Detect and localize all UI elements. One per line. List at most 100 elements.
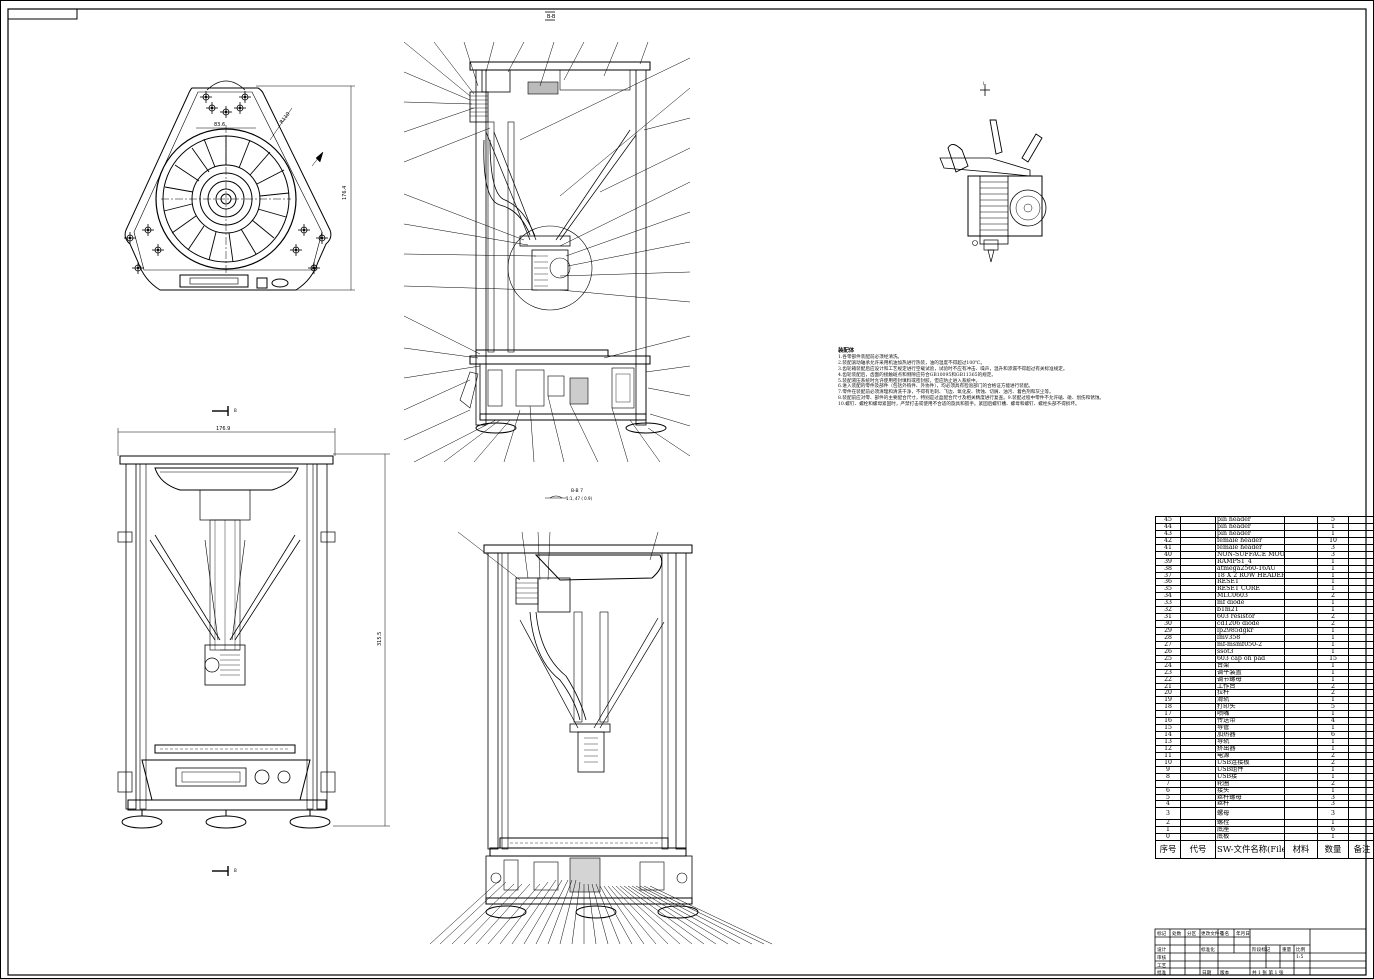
bom-cell-code <box>1180 647 1216 656</box>
bom-cell-qty: 2 <box>1317 689 1349 698</box>
bom-cell-name: 传送带 <box>1215 717 1285 726</box>
bom-cell-mat <box>1284 758 1318 767</box>
bom-cell-mat <box>1284 516 1318 524</box>
bom-cell-rem <box>1348 675 1374 684</box>
bom-cell-mat <box>1284 675 1318 684</box>
bom-cell-rem <box>1348 592 1374 601</box>
bom-cell-name: 喷嘴 <box>1215 710 1285 719</box>
title-block-label: 标记 <box>1157 932 1167 937</box>
bom-cell-mat <box>1284 661 1318 670</box>
bom-cell-name: 导管 <box>1215 724 1285 733</box>
bom-cell-qty: 1 <box>1317 661 1349 670</box>
bom-cell-no: 10 <box>1155 758 1181 767</box>
bom-cell-no: 2 <box>1155 819 1181 828</box>
bom-cell-rem <box>1348 654 1374 663</box>
bom-cell-rem <box>1348 536 1374 545</box>
section-view-caption <box>545 495 567 499</box>
bom-cell-rem <box>1348 717 1374 726</box>
bom-cell-code <box>1180 627 1216 635</box>
title-block-label: 版本 <box>1220 971 1230 976</box>
title-block-label: 标准化 <box>1201 948 1215 953</box>
bom-cell-mat <box>1284 765 1318 774</box>
bom-cell-no: 20 <box>1155 689 1181 698</box>
bom-cell-mat <box>1284 786 1318 795</box>
bom-cell-name: RAMPS1_4 <box>1215 557 1285 566</box>
bom-cell-no: 11 <box>1155 751 1181 760</box>
bom-cell-mat <box>1284 772 1318 781</box>
bom-cell-mat <box>1284 522 1318 531</box>
side-view <box>483 544 699 919</box>
bom-cell-code <box>1180 675 1216 684</box>
bom-cell-qty: 1 <box>1317 571 1349 580</box>
bom-cell-qty: 1 <box>1317 833 1349 842</box>
bom-cell-code <box>1180 807 1216 821</box>
bom-cell-rem <box>1348 640 1374 649</box>
bom-cell-code <box>1180 710 1216 719</box>
bom-cell-name: USB连接板 <box>1215 758 1285 767</box>
bom-cell-mat <box>1284 793 1318 802</box>
bom-cell-no: 27 <box>1155 640 1181 649</box>
note-line: 2.装配滚动轴承允许采用机油加热进行热装，油的温度不得超过100℃。 <box>838 360 985 366</box>
bom-cell-name: 接头 <box>1215 786 1285 795</box>
bom-cell-mat <box>1284 613 1318 622</box>
bom-cell-name: mf-msmf050-2 <box>1215 640 1285 649</box>
bom-cell-name: 导轨 <box>1215 738 1285 746</box>
bom-cell-mat <box>1284 633 1318 642</box>
bom-cell-mat <box>1284 738 1318 746</box>
bom-cell-name: lmv358 <box>1215 633 1285 642</box>
bom-cell-code <box>1180 819 1216 828</box>
note-line: 8.装配前应对零、部件的主要配合尺寸，特别是过盈配合尺寸及相关精度进行复查。9.… <box>838 396 1105 402</box>
bom-cell-rem <box>1348 800 1374 809</box>
bom-cell-name: 603 cap on pad <box>1215 654 1285 663</box>
bom-cell-code <box>1180 543 1216 552</box>
title-block-sheet-info: 共 1 张 第 1 张 <box>1252 971 1284 976</box>
bom-cell-no: 14 <box>1155 731 1181 739</box>
bom-cell-no: 8 <box>1155 772 1181 781</box>
bom-cell-no: 34 <box>1155 592 1181 601</box>
bom-cell-mat <box>1284 571 1318 580</box>
bom-cell-no: 40 <box>1155 550 1181 559</box>
bom-cell-no: 25 <box>1155 654 1181 663</box>
bom-cell-qty: 2 <box>1317 592 1349 601</box>
bom-cell-no: 33 <box>1155 599 1181 608</box>
bom-cell-rem <box>1348 751 1374 760</box>
notes-title: 装配体 <box>838 348 855 354</box>
bom-cell-code <box>1180 731 1216 739</box>
title-block-label: 比例 <box>1296 948 1306 953</box>
bom-cell-name: 加热器 <box>1215 731 1285 739</box>
title-block-label: 签名 <box>1220 932 1230 937</box>
bom-cell-code <box>1180 800 1216 809</box>
bom-cell-no: 26 <box>1155 647 1181 656</box>
title-block-label: 处数 <box>1172 932 1182 937</box>
front-view-section-marker-bottom: B <box>234 868 237 873</box>
bom-cell-qty: 4 <box>1317 717 1349 726</box>
bom-cell-rem <box>1348 807 1374 821</box>
bom-cell-mat <box>1284 620 1318 628</box>
bom-cell-name: 底座 <box>1215 826 1285 835</box>
bom-cell-no: 1 <box>1155 826 1181 835</box>
bom-cell-name: lp2985dgkr <box>1215 627 1285 635</box>
bom-cell-qty: 1 <box>1317 724 1349 733</box>
bom-cell-no: 22 <box>1155 675 1181 684</box>
bom-cell-name: mf diode <box>1215 599 1285 608</box>
bom-cell-qty: 1 <box>1317 522 1349 531</box>
bom-cell-code <box>1180 606 1216 615</box>
bom-cell-code <box>1180 779 1216 788</box>
